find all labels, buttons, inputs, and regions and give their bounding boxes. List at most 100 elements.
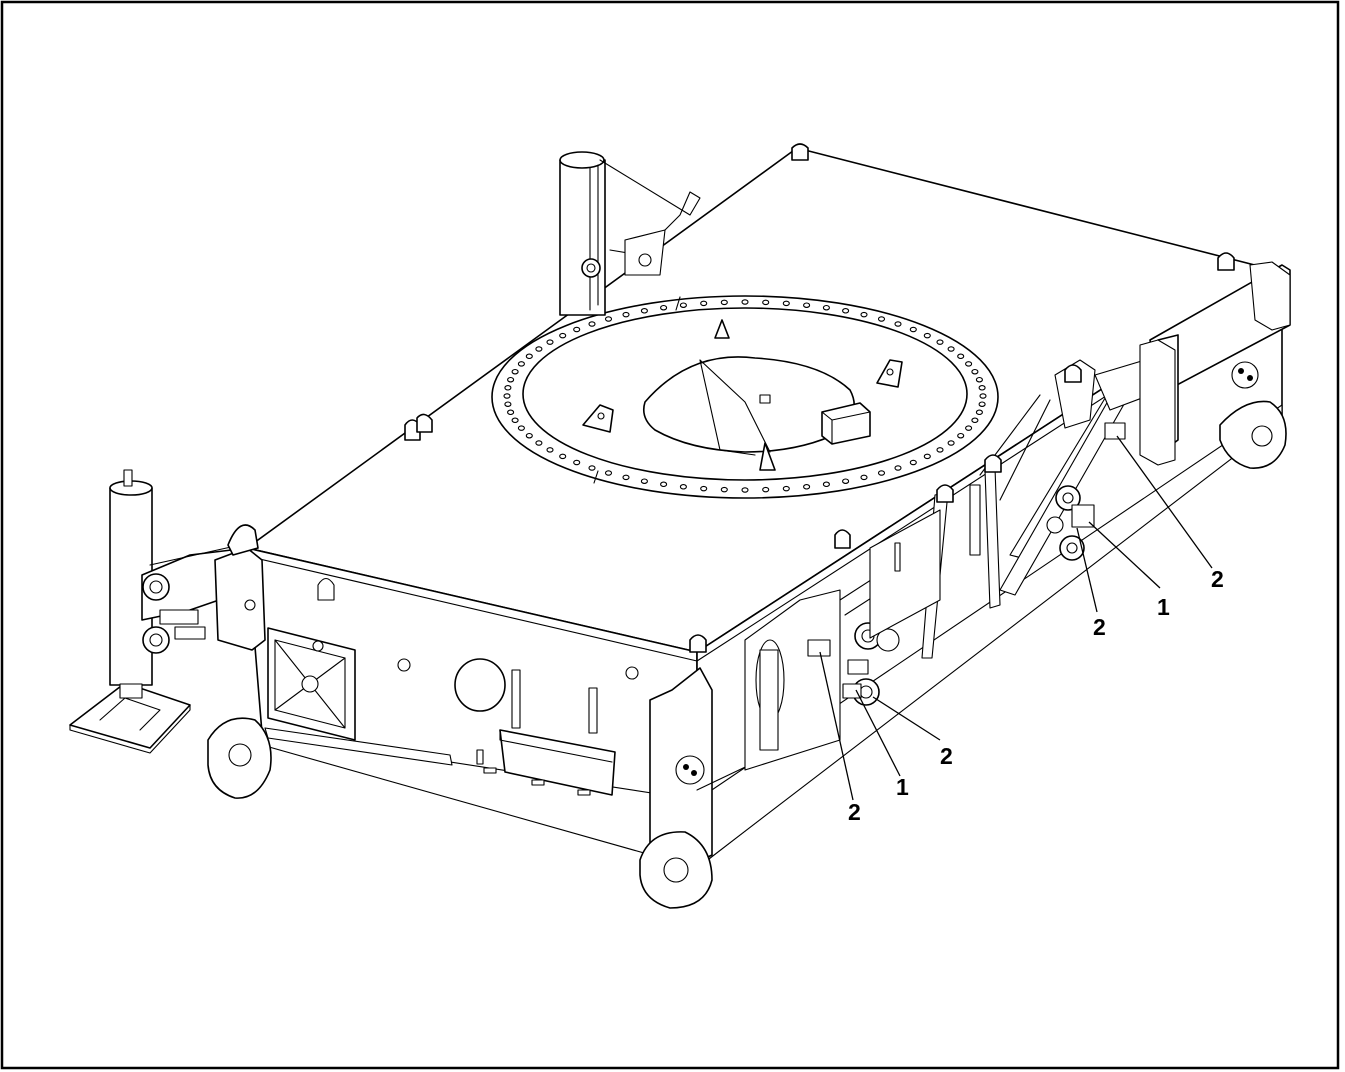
bolt-hole <box>720 486 728 493</box>
leader-line <box>1076 527 1098 613</box>
bolt-hole <box>604 316 613 322</box>
bolt-hole <box>622 311 630 318</box>
bolt-hole <box>525 353 533 360</box>
callout-1-upper: 1 <box>1157 594 1170 620</box>
bolt-hole <box>936 447 944 453</box>
bolt-hole <box>588 321 596 327</box>
right-face-details <box>744 339 1176 771</box>
bolt-hole <box>535 346 543 352</box>
label-plate <box>847 659 869 675</box>
callout-labels: 2 1 2 2 1 2 <box>848 566 1224 825</box>
bolt-hole <box>822 481 830 488</box>
bolt-hole <box>517 361 525 367</box>
label-plate <box>1104 422 1126 440</box>
bolt-hole <box>877 316 886 322</box>
label-plate <box>807 639 831 657</box>
bolt-hole <box>507 409 515 416</box>
bolt-hole <box>559 332 567 339</box>
leader-line <box>1088 521 1161 589</box>
slewing-ring <box>491 295 999 499</box>
bolt-hole <box>860 474 868 481</box>
near-end-frame <box>639 667 761 909</box>
bolt-hole <box>803 484 811 490</box>
callout-2-lower-left: 2 <box>848 799 861 825</box>
bolt-hole <box>947 346 955 352</box>
bolt-hole <box>782 485 790 492</box>
bolt-hole <box>894 465 902 471</box>
bolt-hole <box>923 332 931 339</box>
bolt-hole <box>573 326 581 333</box>
bolt-hole <box>978 385 986 391</box>
bolt-hole <box>762 486 770 493</box>
bolt-hole <box>573 459 581 466</box>
bolt-hole <box>640 308 648 314</box>
bolt-hole <box>842 478 850 484</box>
callout-2-upper-right: 2 <box>1211 566 1224 592</box>
bolt-hole <box>507 376 515 383</box>
bolt-hole <box>511 417 519 424</box>
leader-line <box>872 696 941 741</box>
leader-line <box>855 689 901 777</box>
bolt-hole <box>947 440 955 446</box>
bolt-hole <box>971 368 979 375</box>
leader-line <box>1116 435 1213 569</box>
bolt-hole <box>971 417 979 424</box>
bolt-hole <box>546 339 554 345</box>
bolt-hole <box>822 304 830 311</box>
bolt-hole <box>679 302 687 308</box>
bolt-hole <box>535 440 543 446</box>
bolt-hole <box>979 393 987 399</box>
bolt-hole <box>504 385 512 391</box>
bolt-hole <box>660 304 668 311</box>
bolt-hole <box>909 459 917 466</box>
callout-2-upper-left: 2 <box>1093 614 1106 640</box>
bolt-hole <box>860 311 868 318</box>
bolt-hole <box>622 474 630 481</box>
bolt-hole <box>504 401 512 407</box>
bolt-hole <box>909 326 917 333</box>
bolt-hole <box>923 453 931 460</box>
bolt-hole <box>803 302 811 308</box>
bolt-hole <box>762 299 770 306</box>
bolt-hole <box>936 339 944 345</box>
bolt-hole <box>640 478 648 484</box>
front-face-details <box>207 524 639 799</box>
bolt-hole <box>877 470 886 476</box>
bolt-hole <box>978 401 986 407</box>
bolt-hole <box>511 368 519 375</box>
access-hole <box>454 658 506 712</box>
bolt-hole <box>894 321 902 327</box>
callout-leaders <box>819 435 1213 801</box>
bolt-hole <box>503 393 511 399</box>
label-plate <box>1071 504 1095 528</box>
bolt-hole <box>957 353 965 360</box>
bolt-hole <box>588 465 596 471</box>
bolt-hole <box>700 300 708 307</box>
bolt-hole <box>965 361 973 367</box>
bolt-hole <box>517 425 525 431</box>
bolt-hole <box>546 447 554 453</box>
far-end-frame <box>1149 261 1291 469</box>
bolt-hole <box>842 308 850 314</box>
bolt-hole <box>720 299 728 306</box>
bolt-hole <box>957 432 965 439</box>
rear-outrigger-jack <box>559 151 701 316</box>
left-outrigger-jack <box>69 469 249 754</box>
bolt-hole <box>660 481 668 488</box>
bolt-hole <box>604 470 613 476</box>
deck-lift-lugs <box>404 143 1235 653</box>
callout-1-lower: 1 <box>896 774 909 800</box>
leader-line <box>819 651 854 801</box>
label-plate <box>842 683 862 699</box>
bolt-hole <box>965 425 973 431</box>
bolt-hole <box>679 484 687 490</box>
callout-2-lower-right: 2 <box>940 743 953 769</box>
bolt-hole <box>975 409 983 416</box>
bolt-hole <box>741 487 749 493</box>
bolt-hole <box>741 299 749 305</box>
bolt-hole <box>700 485 708 492</box>
bolt-hole <box>975 376 983 383</box>
